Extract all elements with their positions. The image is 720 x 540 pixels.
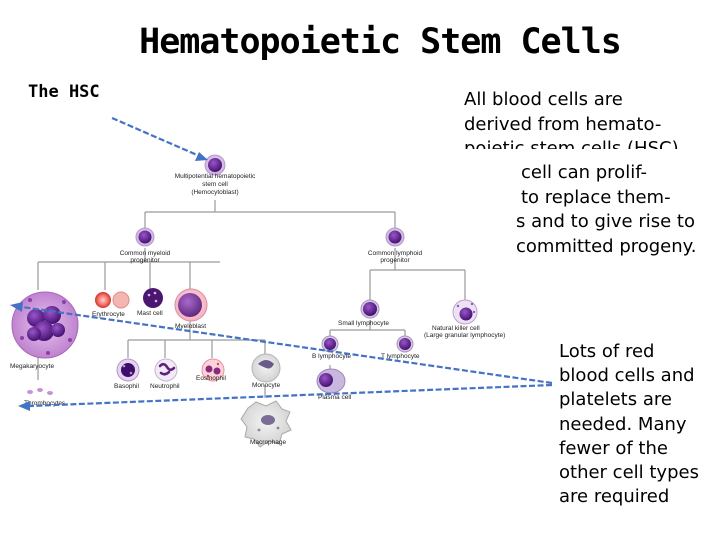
description-line-3: poietic stem cells (HSC). — [464, 138, 685, 149]
myeloid-progenitor-caption-2: progenitor — [130, 257, 160, 264]
description-line-5: to replace them- — [521, 186, 671, 208]
plasma-cell-caption: Plasma cell — [318, 394, 352, 401]
description-line-6: s and to give rise to — [516, 211, 695, 232]
description-text: All blood cells are derived from hemato-… — [464, 88, 714, 259]
neutrophil-icon — [154, 358, 178, 382]
lymphoid-progenitor-icon — [385, 227, 405, 247]
description-line-7: committed progeny. — [516, 235, 697, 257]
small-lymphocyte-caption: Small lymphocyte — [338, 320, 389, 327]
eosinophil-caption: Eosinophil — [196, 375, 227, 382]
mast-cell-icon — [143, 288, 163, 308]
eosinophil-icon — [201, 358, 225, 382]
erythrocyte-icon — [95, 291, 130, 309]
b-lymphocyte-icon — [321, 335, 339, 353]
description-line-4: cell can prolif- — [521, 162, 648, 183]
nk-cell-caption-1: Natural killer cell — [432, 325, 480, 332]
basophil-icon — [116, 358, 140, 382]
myeloid-progenitor-caption-1: Common myeloid — [120, 250, 171, 257]
mast-cell-caption: Mast cell — [137, 310, 163, 317]
note-line-1: Lots of red — [559, 341, 655, 362]
hsc-cell-icon — [204, 154, 226, 176]
note-text: Lots of red blood cells and platelets ar… — [559, 340, 719, 509]
thrombocytes-icon — [27, 388, 53, 395]
myeloblast-caption: Myeloblast — [175, 323, 206, 330]
basophil-caption: Basophil — [114, 383, 139, 390]
t-lymphocyte-icon — [396, 335, 414, 353]
note-line-4: needed. Many — [559, 413, 687, 435]
description-line-1: All blood cells are — [464, 89, 623, 110]
b-lymphocyte-caption: B lymphocyte — [312, 353, 351, 360]
note-line-3: platelets are — [559, 389, 672, 411]
overlap-mask — [430, 158, 518, 258]
annotation-arrows — [21, 116, 553, 408]
macrophage-caption: Macrophage — [250, 439, 287, 446]
thrombocytes-caption: Thrombocytes — [24, 400, 66, 407]
macrophage-icon — [240, 400, 292, 448]
megakaryocyte-icon — [11, 291, 79, 359]
arrowheads — [10, 152, 208, 411]
note-line-7: are required — [559, 486, 670, 508]
plasma-cell-icon — [316, 368, 346, 394]
hsc-label: The HSC — [28, 82, 100, 102]
lymphoid-progenitor-caption-1: Common lymphoid — [368, 250, 423, 257]
note-line-2: blood cells and — [559, 365, 695, 387]
myeloblast-icon — [174, 288, 208, 322]
note-line-5: fewer of the — [559, 437, 668, 459]
erythrocyte-caption: Erythrocyte — [92, 311, 125, 318]
hsc-caption-1: Multipotential hematopoietic — [175, 173, 256, 180]
monocyte-caption: Monocyte — [252, 382, 281, 389]
description-line-2: derived from hemato- — [464, 113, 662, 135]
neutrophil-caption: Neutrophil — [150, 383, 180, 390]
t-lymphocyte-caption: T lymphocyte — [381, 353, 420, 360]
note-line-6: other cell types — [559, 462, 699, 484]
slide-title: Hematopoietic Stem Cells — [139, 22, 622, 62]
nk-cell-caption-2: (Large granular lymphocyte) — [424, 332, 505, 339]
hsc-caption-2: stem cell — [202, 181, 228, 188]
hsc-caption-3: (Hemocytoblast) — [191, 189, 238, 196]
lymphoid-progenitor-caption-2: progenitor — [380, 257, 410, 264]
nk-cell-icon — [452, 299, 478, 325]
megakaryocyte-caption: Megakaryocyte — [10, 363, 54, 370]
myeloid-progenitor-icon — [135, 227, 155, 247]
monocyte-icon — [251, 353, 281, 383]
small-lymphocyte-icon — [360, 299, 380, 319]
